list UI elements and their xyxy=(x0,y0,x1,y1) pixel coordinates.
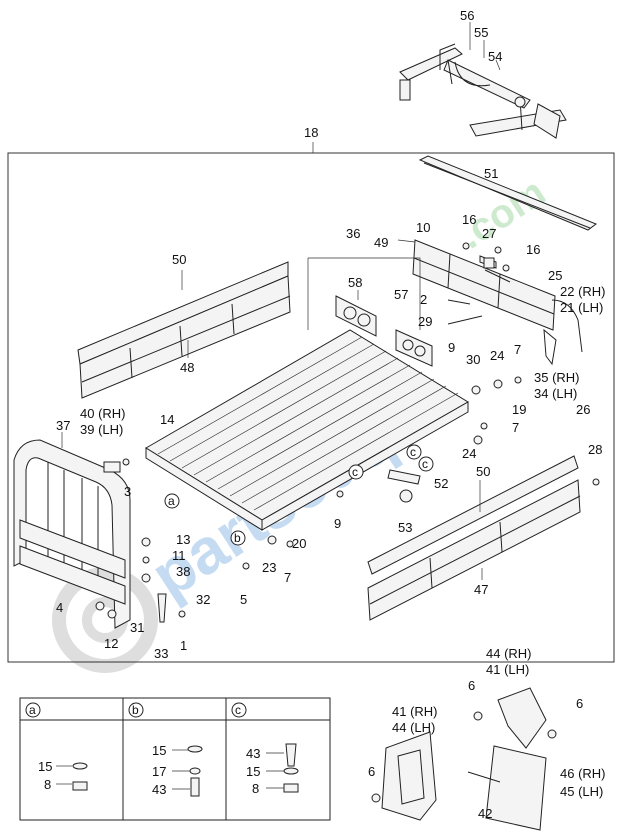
part-labels: 56 55 54 18 51 50 48 36 58 10 16 27 49 1… xyxy=(29,8,606,821)
legend-b-43: 43 xyxy=(152,782,166,797)
label-2: 2 xyxy=(420,292,427,307)
legend-table xyxy=(19,697,331,821)
label-56: 56 xyxy=(460,8,474,23)
svg-text:a: a xyxy=(168,494,175,508)
label-40-rh: 40 (RH) xyxy=(80,406,126,421)
label-49: 49 xyxy=(374,235,388,250)
label-10: 10 xyxy=(416,220,430,235)
label-7b: 7 xyxy=(512,420,519,435)
label-16b: 16 xyxy=(526,242,540,257)
label-6b: 6 xyxy=(576,696,583,711)
label-26: 26 xyxy=(576,402,590,417)
label-12: 12 xyxy=(104,636,118,651)
legend-a-15: 15 xyxy=(38,759,52,774)
label-21-lh: 21 (LH) xyxy=(560,300,603,315)
mud-flap-group xyxy=(371,687,557,831)
label-23: 23 xyxy=(262,560,276,575)
label-16a: 16 xyxy=(462,212,476,227)
label-19: 19 xyxy=(512,402,526,417)
callout-markers: a b c c c xyxy=(164,444,434,546)
label-53: 53 xyxy=(398,520,412,535)
legend-a-8: 8 xyxy=(44,777,51,792)
label-29: 29 xyxy=(418,314,432,329)
label-27: 27 xyxy=(482,226,496,241)
cab-protector-37 xyxy=(13,439,131,629)
label-46-rh: 46 (RH) xyxy=(560,766,606,781)
label-58: 58 xyxy=(348,275,362,290)
label-4: 4 xyxy=(56,600,63,615)
label-48: 48 xyxy=(180,360,194,375)
label-30: 30 xyxy=(466,352,480,367)
label-34-lh: 34 (LH) xyxy=(534,386,577,401)
label-9b: 9 xyxy=(334,516,341,531)
svg-text:b: b xyxy=(234,531,241,545)
label-7c: 7 xyxy=(284,570,291,585)
label-24b: 24 xyxy=(462,446,476,461)
upper-frame-bracket xyxy=(399,43,567,139)
label-13: 13 xyxy=(176,532,190,547)
label-51: 51 xyxy=(484,166,498,181)
label-31: 31 xyxy=(130,620,144,635)
legend-b-letter: b xyxy=(132,703,139,717)
svg-text:c: c xyxy=(410,445,416,459)
label-33: 33 xyxy=(154,646,168,661)
label-47: 47 xyxy=(474,582,488,597)
label-35-rh: 35 (RH) xyxy=(534,370,580,385)
label-1: 1 xyxy=(180,638,187,653)
label-55: 55 xyxy=(474,25,488,40)
label-45-lh: 45 (LH) xyxy=(560,784,603,799)
svg-text:c: c xyxy=(422,457,428,471)
legend-c-15: 15 xyxy=(246,764,260,779)
label-3: 3 xyxy=(124,484,131,499)
legend-a-letter: a xyxy=(29,703,36,717)
label-9a: 9 xyxy=(448,340,455,355)
assembly-frame xyxy=(7,152,615,663)
label-57: 57 xyxy=(394,287,408,302)
legend-c-8: 8 xyxy=(252,781,259,796)
legend-c-43: 43 xyxy=(246,746,260,761)
label-44-lh: 44 (LH) xyxy=(392,720,435,735)
label-5: 5 xyxy=(240,592,247,607)
top-rail-51 xyxy=(418,155,598,231)
label-39-lh: 39 (LH) xyxy=(80,422,123,437)
label-41-rh: 41 (RH) xyxy=(392,704,438,719)
label-6c: 6 xyxy=(368,764,375,779)
label-50-right: 50 xyxy=(476,464,490,479)
label-11: 11 xyxy=(172,548,186,563)
label-36: 36 xyxy=(346,226,360,241)
hardware xyxy=(95,242,600,623)
label-32: 32 xyxy=(196,592,210,607)
svg-text:c: c xyxy=(352,465,358,479)
label-44-rh-top: 44 (RH) xyxy=(486,646,532,661)
lamp-bracket-58 xyxy=(335,295,377,337)
label-20: 20 xyxy=(292,536,306,551)
label-6a: 6 xyxy=(468,678,475,693)
label-28: 28 xyxy=(588,442,602,457)
legend-c-letter: c xyxy=(235,703,241,717)
label-22-rh: 22 (RH) xyxy=(560,284,606,299)
label-18: 18 xyxy=(304,125,318,140)
label-52: 52 xyxy=(434,476,448,491)
legend-b-17: 17 xyxy=(152,764,166,779)
label-54: 54 xyxy=(488,49,502,64)
legend-b-15: 15 xyxy=(152,743,166,758)
label-14: 14 xyxy=(160,412,174,427)
bed-floor xyxy=(145,329,469,531)
label-50-left: 50 xyxy=(172,252,186,267)
label-42: 42 xyxy=(478,806,492,821)
label-41-lh-top: 41 (LH) xyxy=(486,662,529,677)
label-24a: 24 xyxy=(490,348,504,363)
left-side-panel-48 xyxy=(77,261,291,399)
label-37: 37 xyxy=(56,418,70,433)
label-7a: 7 xyxy=(514,342,521,357)
label-25: 25 xyxy=(548,268,562,283)
lamp-bracket-57 xyxy=(395,329,433,367)
right-side-panel-47 xyxy=(367,455,581,621)
label-38: 38 xyxy=(176,564,190,579)
